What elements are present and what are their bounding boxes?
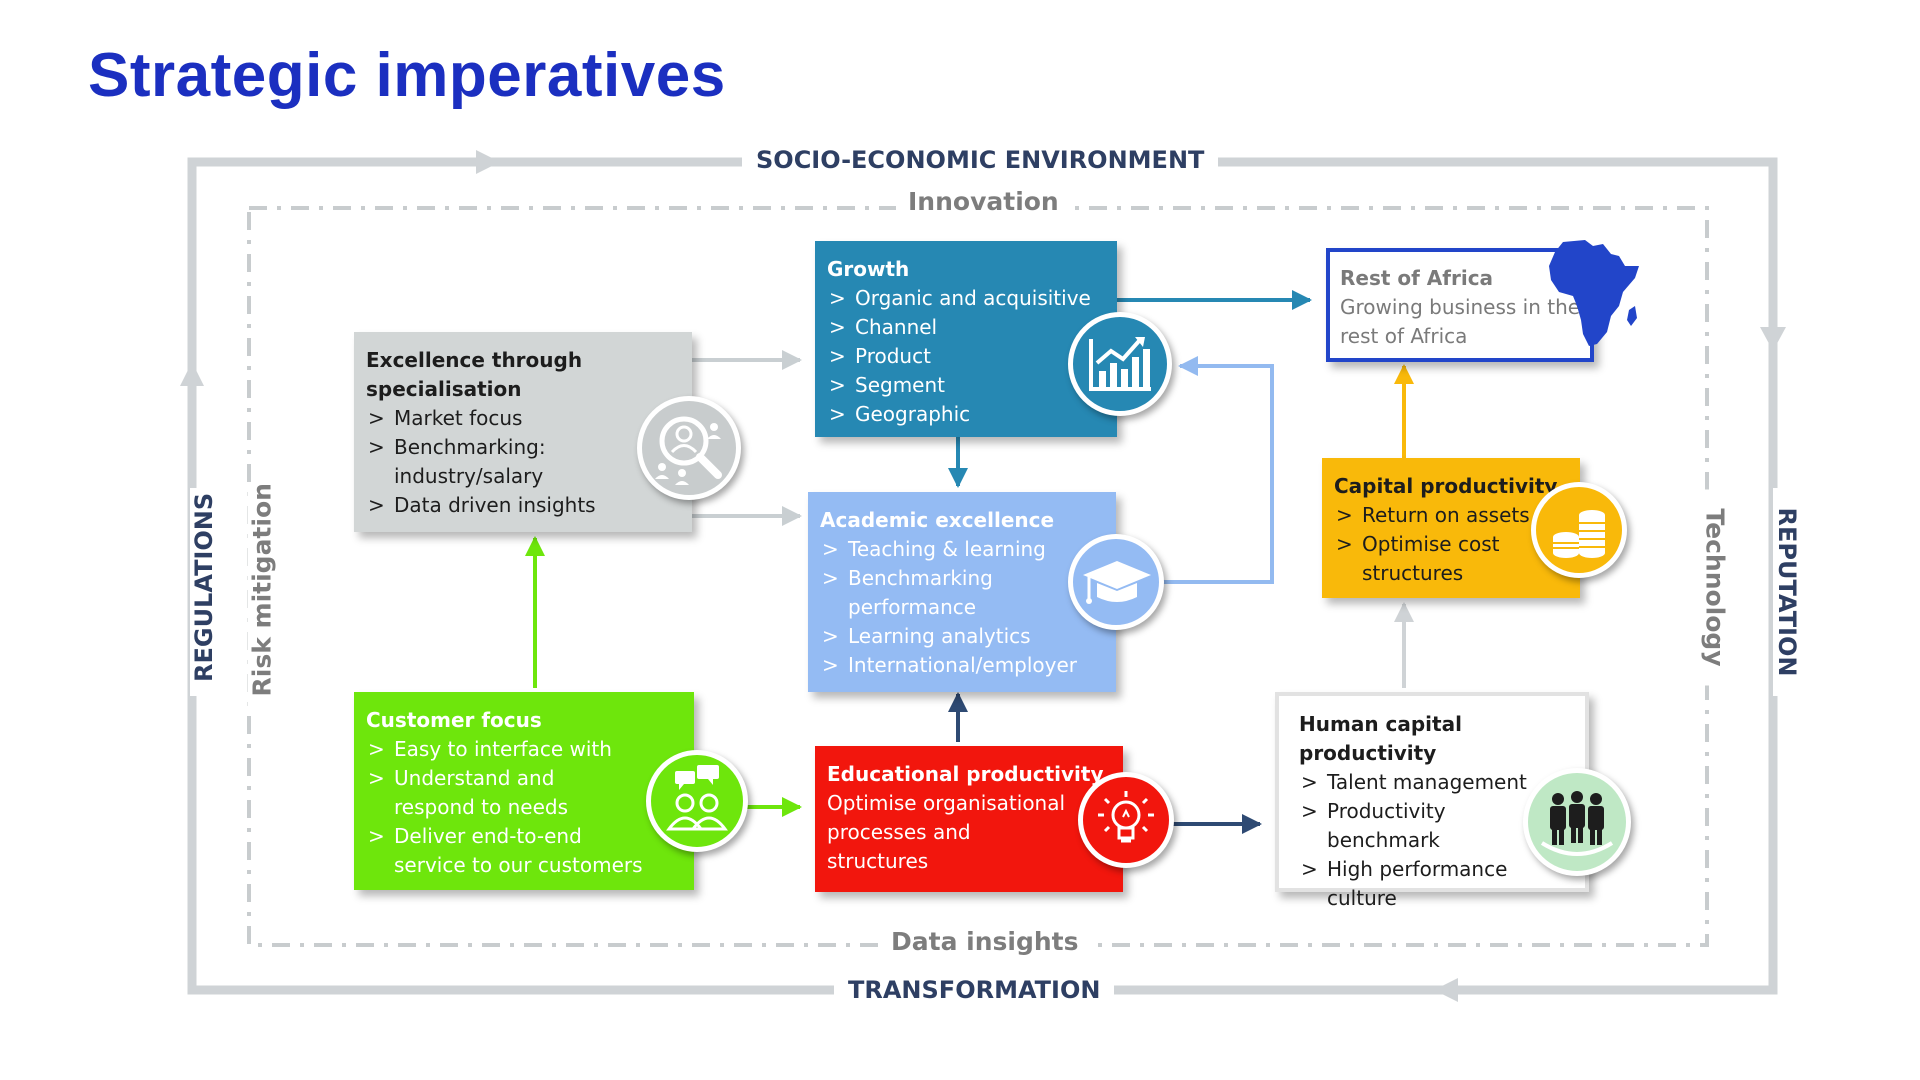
customer-title: Customer focus	[366, 708, 542, 732]
excellence-item: Market focus	[366, 404, 574, 433]
capital-title: Capital productivity	[1334, 474, 1558, 498]
human-item: Productivity benchmark	[1299, 797, 1477, 855]
academic-box: Academic excellence Teaching & learning …	[808, 492, 1116, 692]
africa-map-icon	[1549, 240, 1639, 346]
growth-item: Organic and acquisitive	[827, 284, 1105, 313]
customer-item: Understand and respond to needs	[366, 764, 584, 822]
growth-title: Growth	[827, 257, 910, 281]
customer-item: Deliver end-to-end service to our custom…	[366, 822, 644, 880]
bar-chart-icon	[1068, 312, 1172, 416]
academic-item: Teaching & learning	[820, 535, 1104, 564]
frame-chevron-top	[476, 150, 500, 174]
excellence-title-2: specialisation	[366, 377, 522, 401]
growth-item: Channel	[827, 313, 1105, 342]
frame-label-top: SOCIO-ECONOMIC ENVIRONMENT	[742, 146, 1219, 174]
human-title: Human capital productivity	[1299, 712, 1462, 765]
frame-label-left: REGULATIONS	[190, 488, 218, 696]
graduation-cap-icon	[1068, 534, 1164, 630]
growth-item: Product	[827, 342, 1105, 371]
educational-box: Educational productivity Optimise organi…	[815, 746, 1123, 892]
inner-label-bottom: Data insights	[879, 927, 1091, 956]
coins-icon	[1531, 482, 1627, 578]
inner-label-top: Innovation	[896, 187, 1071, 216]
excellence-item: Benchmarking: industry/salary	[366, 433, 574, 491]
growth-item: Segment	[827, 371, 1105, 400]
rest-of-africa-title: Rest of Africa	[1340, 266, 1494, 290]
inner-label-right: Technology	[1700, 489, 1730, 686]
customer-item: Easy to interface with	[366, 735, 682, 764]
capital-item: Return on assets	[1334, 501, 1568, 530]
academic-item: International/employer	[820, 651, 1104, 680]
excellence-box: Excellence through specialisation Market…	[354, 332, 692, 532]
frame-chevron-bottom	[1434, 978, 1458, 1002]
excellence-item: Data driven insights	[366, 491, 680, 520]
growth-item: Geographic	[827, 400, 1105, 429]
page-title: Strategic imperatives	[88, 41, 726, 110]
team-icon	[1523, 768, 1631, 876]
frame-chevron-right	[1760, 327, 1786, 351]
inner-label-left: Risk mitigation	[247, 483, 277, 709]
human-item: High performance culture	[1299, 855, 1527, 913]
people-search-icon	[637, 396, 741, 500]
academic-title: Academic excellence	[820, 508, 1055, 532]
capital-item: Optimise cost structures	[1334, 530, 1522, 588]
chat-people-icon	[646, 750, 748, 852]
educational-text: Optimise organisational processes and st…	[827, 791, 1066, 873]
excellence-title-1: Excellence through	[366, 348, 583, 372]
frame-chevron-left	[180, 362, 204, 386]
customer-box: Customer focus Easy to interface with Un…	[354, 692, 694, 890]
academic-item: Learning analytics	[820, 622, 1104, 651]
academic-item: Benchmarking performance	[820, 564, 1028, 622]
frame-label-right: REPUTATION	[1773, 488, 1801, 696]
lightbulb-icon	[1078, 772, 1174, 868]
frame-label-bottom: TRANSFORMATION	[834, 976, 1115, 1004]
growth-box: Growth Organic and acquisitive Channel P…	[815, 241, 1117, 437]
educational-title: Educational productivity	[827, 762, 1104, 786]
rest-of-africa-text: Growing business in the rest of Africa	[1340, 295, 1581, 348]
human-item: Talent management	[1299, 768, 1565, 797]
